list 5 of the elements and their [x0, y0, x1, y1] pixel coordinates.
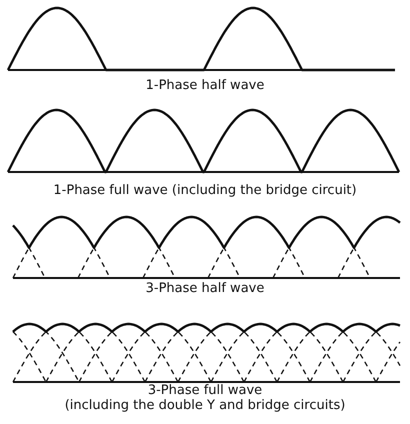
caption: 1-Phase half wave: [144, 79, 266, 94]
caption: 1-Phase full wave (including the bridge circuit): [52, 184, 358, 198]
caption: 3-Phase half wave: [144, 282, 266, 296]
caption: 3-Phase full wave: [146, 384, 264, 398]
caption: (including the double Y and bridge circuits): [64, 399, 346, 414]
